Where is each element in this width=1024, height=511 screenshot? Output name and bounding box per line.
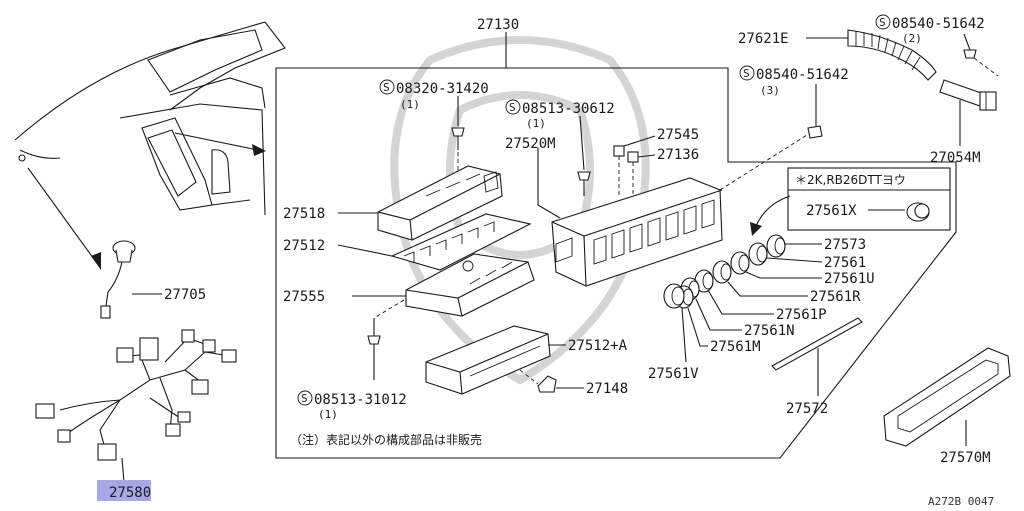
part-label-27561m[interactable]: 27561M (710, 339, 761, 355)
footnote: （注）表記以外の構成部品は非販売 (290, 432, 482, 447)
part-label-27555[interactable]: 27555 (283, 289, 325, 305)
part-label-08513-30612[interactable]: 08513-30612 (522, 101, 615, 117)
screw-08540-51642-a: S 08540-51642 (2) (875, 14, 999, 77)
module-27512a: 27512+A (425, 325, 628, 395)
clip-27545: 27545 (613, 127, 699, 196)
part-27580-harness: 27580 (35, 329, 237, 501)
part-label-27561[interactable]: 27561 (824, 255, 866, 271)
bolt-08320-31420: S 08320-31420 (1) (379, 79, 489, 210)
variant-note: ＊2K,RB26DTTヨウ (795, 173, 906, 187)
duct-27621e: 27621E (738, 29, 937, 81)
svg-text:S: S (383, 81, 390, 94)
part-label-27136[interactable]: 27136 (657, 147, 699, 163)
part-label-08540-51642-b[interactable]: 08540-51642 (756, 67, 849, 83)
part-label-27705: 27705 (164, 287, 206, 303)
base-27555: 27555 (283, 253, 535, 317)
part-label-27054m[interactable]: 27054M (930, 150, 981, 166)
part-label-08320-31420[interactable]: 08320-31420 (396, 81, 489, 97)
part-label-08513-31012[interactable]: 08513-31012 (314, 392, 407, 408)
svg-text:(1): (1) (400, 98, 420, 111)
part-label-27561u[interactable]: 27561U (824, 271, 875, 287)
part-label-27512[interactable]: 27512 (283, 238, 325, 254)
diagram-reference-code: A272B 0047 (928, 495, 994, 508)
curved-arrow-to-knobs (750, 195, 791, 236)
variant-box: ＊2K,RB26DTTヨウ 27561X (787, 167, 951, 231)
knob-row (663, 234, 786, 309)
svg-text:S: S (879, 16, 886, 29)
plate-27512: 27512 (283, 213, 532, 271)
part-27148: 27148 (519, 369, 628, 397)
svg-text:(2): (2) (902, 32, 922, 45)
part-label-27561n[interactable]: 27561N (744, 323, 795, 339)
part-label-27545[interactable]: 27545 (657, 127, 699, 143)
car-dashboard-illustration (14, 21, 286, 216)
part-label-27520m[interactable]: 27520M (505, 136, 556, 152)
svg-text:S: S (301, 392, 308, 405)
part-27705-lamp: 27705 (100, 240, 206, 319)
knob-27561u (730, 251, 750, 275)
part-label-27561x[interactable]: 27561X (806, 203, 857, 219)
part-label-27561v[interactable]: 27561V (648, 366, 699, 382)
screw-08513-30612: S 08513-30612 (1) (505, 99, 615, 196)
svg-text:(1): (1) (526, 117, 546, 130)
svg-text:(3): (3) (760, 84, 780, 97)
svg-text:S: S (509, 101, 516, 114)
clip-27136: 27136 (627, 147, 699, 196)
part-label-27512a[interactable]: 27512+A (568, 338, 628, 354)
knob-27561v (663, 283, 685, 309)
highlight-27580 (97, 480, 151, 501)
bezel-27570m: 27570M (883, 347, 1011, 466)
part-label-27570m[interactable]: 27570M (940, 450, 991, 466)
control-panel-27520m: 27520M (505, 127, 819, 287)
part-label-27621e[interactable]: 27621E (738, 31, 789, 47)
part-label-27561r[interactable]: 27561R (810, 289, 861, 305)
part-label-27572[interactable]: 27572 (786, 401, 828, 417)
svg-text:(1): (1) (318, 408, 338, 421)
part-label-27518[interactable]: 27518 (283, 206, 325, 222)
screw-08540-51642-b: S 08540-51642 (3) (739, 65, 849, 139)
part-label-27130[interactable]: 27130 (477, 17, 519, 33)
assembly-frame-27130: 27130 (275, 17, 957, 459)
sensor-27054m: 27054M (930, 79, 997, 166)
knob-leaders: 27573 27561 27561U 27561R 27561P 27561N … (648, 237, 875, 382)
leader-arrow-to-panel (174, 132, 266, 156)
leader-arrow-to-lamp (27, 167, 101, 270)
part-label-27580[interactable]: 27580 (109, 485, 151, 501)
part-label-27561p[interactable]: 27561P (776, 307, 827, 323)
svg-text:S: S (743, 67, 750, 80)
part-label-08540-51642-a[interactable]: 08540-51642 (892, 16, 985, 32)
bracket-27518: 27518 (283, 165, 503, 241)
part-label-27148[interactable]: 27148 (586, 381, 628, 397)
part-label-27573[interactable]: 27573 (824, 237, 866, 253)
knob-27573 (766, 234, 786, 258)
screw-08513-31012: S 08513-31012 (1) (297, 299, 407, 421)
knob-27561r (712, 260, 732, 284)
knob-27561 (748, 242, 768, 266)
strip-27572: 27572 (771, 317, 863, 417)
